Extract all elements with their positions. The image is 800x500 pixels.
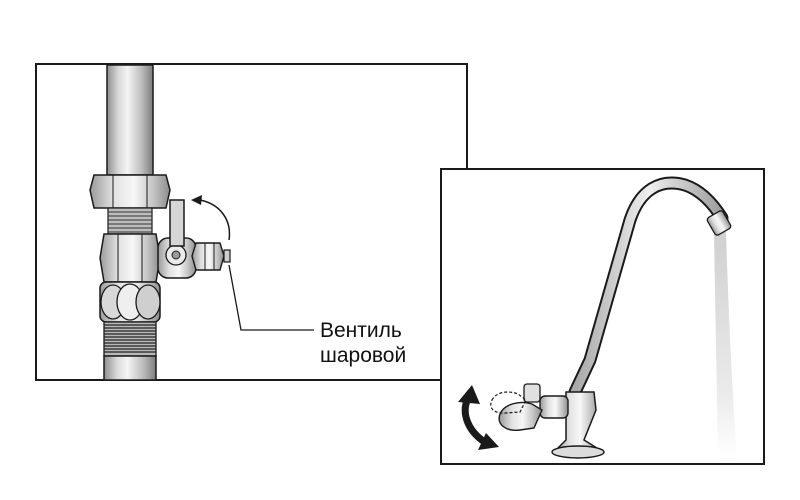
tee-hex-nut [99,233,161,283]
valve-label-line1: Вентиль [320,319,402,342]
valve-label-line2: шаровой [320,344,406,367]
valve-panel: Вентиль шаровой [35,63,468,381]
rotate-arrow-icon [191,195,231,241]
ball-valve [157,199,231,279]
faucet-lever [498,383,569,431]
valve-handle [169,199,185,247]
callout-leader [228,264,314,331]
vertical-pipe [89,64,171,381]
faucet-panel [440,168,765,465]
valve-outlet-nut [191,242,225,271]
faucet-base [551,445,605,459]
spout-tip [706,210,732,236]
valve-panel-frame [35,63,468,381]
lever-alt-position [490,391,527,414]
lower-flare-nut [99,281,161,323]
lever-rotate-arrow-icon [458,385,499,450]
lower-corrugated-hose [103,321,157,357]
water-stream [714,232,737,458]
top-hex-nut [89,174,171,209]
